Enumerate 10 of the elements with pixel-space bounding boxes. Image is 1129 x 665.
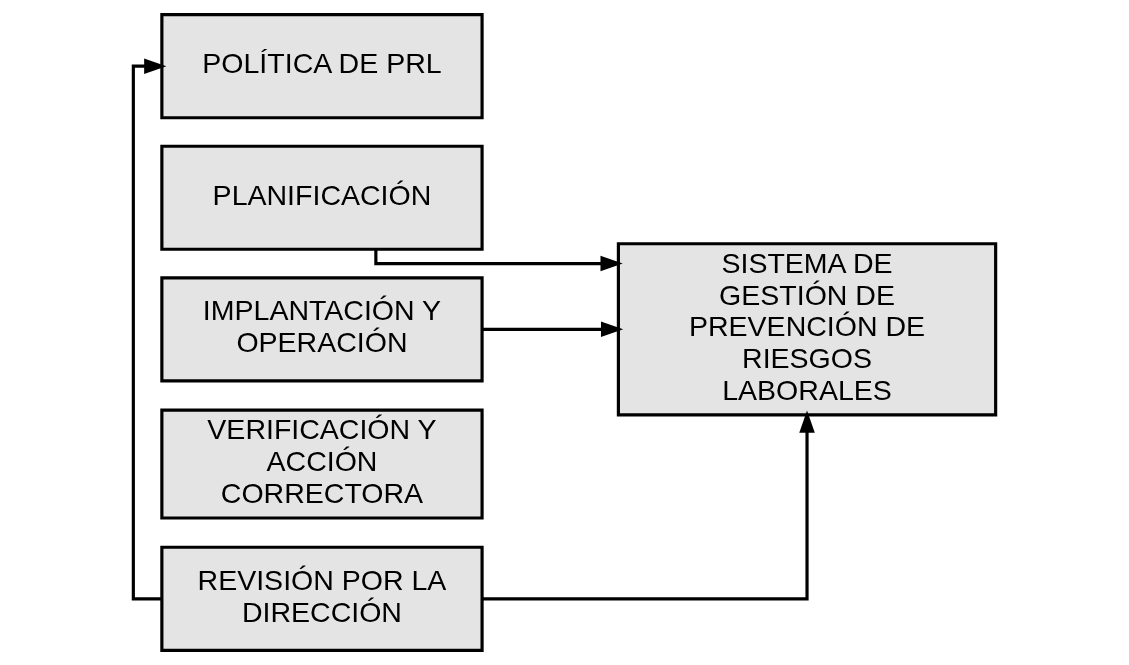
node-box: REVISIÓN POR LA DIRECCIÓN [160,545,484,652]
arrow [131,58,167,601]
node-box: PLANIFICACIÓN [160,144,484,251]
arrow [374,249,623,272]
node-box: POLÍTICA DE PRL [160,13,484,120]
node-box: VERIFICACIÓN Y ACCIÓN CORRECTORA [160,408,484,520]
arrow [482,410,815,601]
arrow [482,321,624,338]
node-box: SISTEMA DE GESTIÓN DE PREVENCIÓN DE RIESGOS LABORALES [616,242,998,417]
node-box: IMPLANTACIÓN Y OPERACIÓN [160,276,484,383]
